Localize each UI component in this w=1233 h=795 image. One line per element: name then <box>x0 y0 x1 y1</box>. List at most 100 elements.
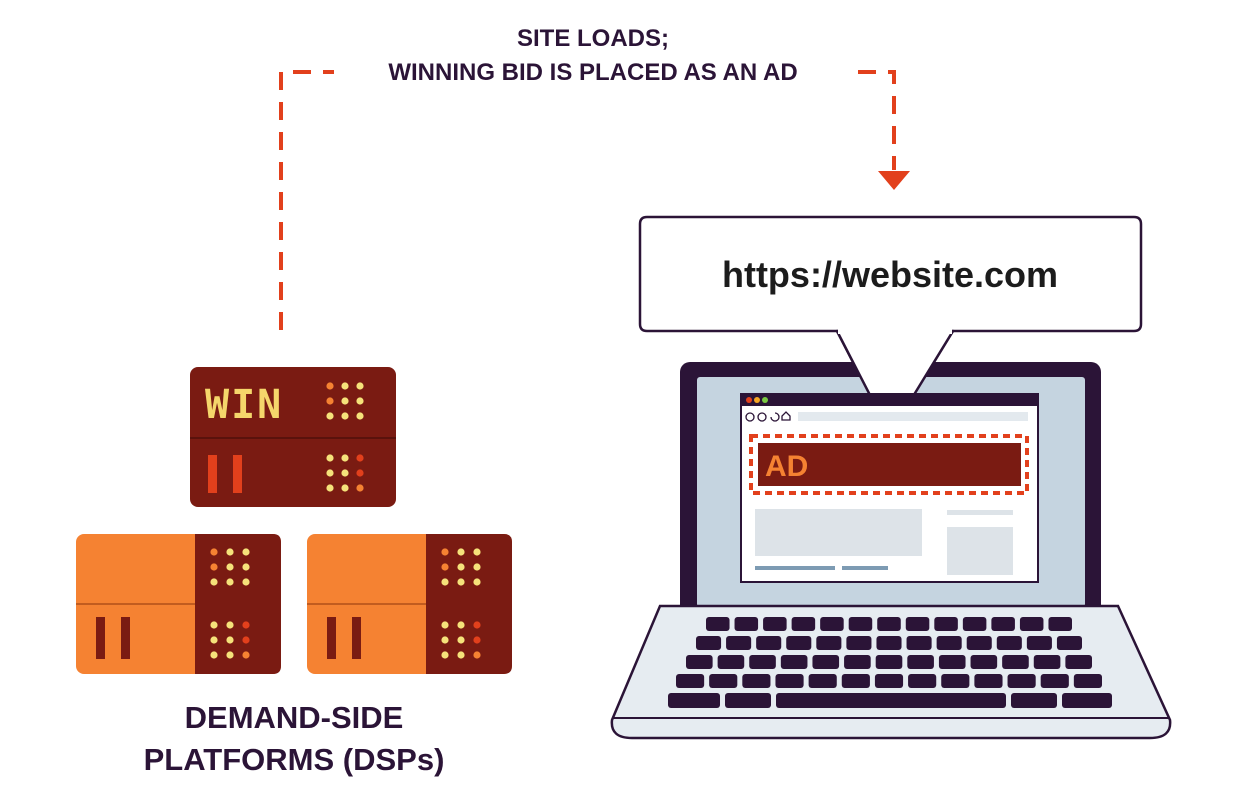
flow-caption-line1: SITE LOADS; <box>517 25 669 52</box>
home-icon <box>781 411 791 421</box>
keyboard-key <box>875 655 903 669</box>
keyboard-key <box>1040 674 1069 688</box>
keyboard-key <box>725 693 771 708</box>
led-dot <box>226 548 234 556</box>
led-dot <box>441 578 449 586</box>
keyboard-key <box>749 655 776 669</box>
dsp-server-left <box>76 534 281 674</box>
sidebar-block <box>947 527 1013 575</box>
sidebar-line <box>947 510 1013 515</box>
keyboard-key <box>991 617 1015 631</box>
keyboard-key <box>1033 655 1061 669</box>
keyboard-key <box>1026 636 1052 650</box>
led-dot <box>473 651 481 659</box>
led-dot <box>226 621 234 629</box>
drive-slot <box>96 617 105 659</box>
laptop: AD <box>610 326 1172 740</box>
led-dot <box>457 578 465 586</box>
led-dot <box>356 484 364 492</box>
keyboard-key <box>686 655 713 669</box>
keyboard-key <box>1073 674 1102 688</box>
keyboard-key <box>966 636 992 650</box>
maximize-dot-icon <box>762 397 768 403</box>
keyboard-key <box>908 674 937 688</box>
dsp-caption-line1: DEMAND-SIDE <box>185 700 404 735</box>
keyboard-key <box>1048 617 1072 631</box>
led-dot <box>226 578 234 586</box>
led-dot <box>341 469 349 477</box>
led-dot <box>226 651 234 659</box>
status-led-grid <box>326 454 364 492</box>
keyboard-key <box>962 617 987 631</box>
led-dot <box>242 578 250 586</box>
keyboard-key <box>780 655 808 669</box>
keyboard-key <box>974 674 1003 688</box>
keyboard-key <box>1002 655 1029 669</box>
keyboard-key <box>786 636 812 650</box>
keyboard-key <box>846 636 872 650</box>
dsp-server-right <box>307 534 512 674</box>
keyboard-key <box>907 655 934 669</box>
win-display: WIN <box>205 382 283 428</box>
led-dot <box>356 412 364 420</box>
flow-connector <box>279 70 910 330</box>
keyboard-key <box>734 617 759 631</box>
keyboard-key <box>1007 674 1036 688</box>
keyboard-key <box>1019 617 1044 631</box>
keyboard <box>668 617 1112 708</box>
content-line <box>842 566 888 570</box>
content-block <box>755 509 922 556</box>
led-dot <box>473 563 481 571</box>
drive-slot <box>327 617 336 659</box>
keyboard-key <box>841 674 870 688</box>
led-dot <box>326 412 334 420</box>
browser-titlebar <box>741 394 1038 406</box>
content-line <box>755 566 835 570</box>
drive-slot <box>352 617 361 659</box>
led-dot <box>326 454 334 462</box>
led-dot <box>326 397 334 405</box>
keyboard-key <box>941 674 970 688</box>
led-dot <box>242 563 250 571</box>
led-dot <box>210 563 218 571</box>
led-dot <box>457 651 465 659</box>
led-dot <box>356 397 364 405</box>
keyboard-key <box>905 617 930 631</box>
keyboard-key <box>775 674 804 688</box>
led-dot <box>242 636 250 644</box>
keyboard-key <box>709 674 738 688</box>
keyboard-key <box>877 617 901 631</box>
keyboard-key <box>848 617 873 631</box>
keyboard-key <box>706 617 730 631</box>
forward-icon <box>757 412 767 422</box>
led-dot <box>341 454 349 462</box>
keyboard-key <box>820 617 844 631</box>
led-dot <box>356 469 364 477</box>
led-dot <box>226 563 234 571</box>
keyboard-key <box>763 617 787 631</box>
status-led-grid <box>441 548 481 659</box>
keyboard-key <box>844 655 871 669</box>
back-icon <box>745 412 755 422</box>
led-dot <box>441 548 449 556</box>
keyboard-key <box>1062 693 1112 708</box>
arrow-down-icon <box>878 171 910 190</box>
browser-window: AD <box>740 393 1039 583</box>
keyboard-key <box>756 636 782 650</box>
url-bubble: https://website.com <box>638 215 1143 437</box>
minimize-dot-icon <box>754 397 760 403</box>
ad-label: AD <box>765 450 808 483</box>
drive-slot <box>208 455 217 493</box>
led-dot <box>326 469 334 477</box>
led-dot <box>473 621 481 629</box>
led-dot <box>473 578 481 586</box>
led-dot <box>226 636 234 644</box>
ad-highlight-border <box>749 434 1029 495</box>
led-dot <box>210 621 218 629</box>
led-dot <box>341 397 349 405</box>
url-text: https://website.com <box>722 254 1058 295</box>
led-dot <box>441 651 449 659</box>
keyboard-key <box>996 636 1022 650</box>
keyboard-key <box>668 693 720 708</box>
